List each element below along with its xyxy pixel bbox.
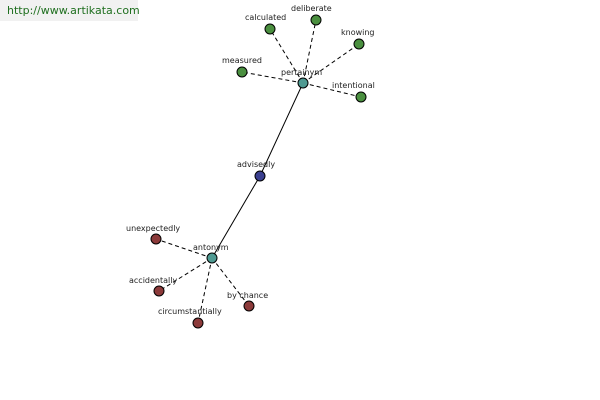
label-knowing[interactable]: knowing	[341, 28, 375, 37]
label-calculated[interactable]: calculated	[245, 13, 286, 22]
edge-pertainym-deliberate	[302, 19, 317, 84]
node-calculated[interactable]	[264, 23, 276, 35]
edge-pertainym-measured	[241, 71, 304, 84]
graph-edges	[155, 19, 362, 324]
label-accidentally[interactable]: accidentally	[129, 276, 177, 285]
node-unexpectedly[interactable]	[150, 233, 162, 245]
graph-labels: advisedly pertainym antonym calculated delib…	[126, 4, 375, 316]
label-deliberate[interactable]: deliberate	[291, 4, 332, 13]
edge-pertainym-calculated	[269, 28, 304, 84]
node-accidentally[interactable]	[153, 285, 165, 297]
edge-antonym-accidentally	[158, 257, 213, 292]
label-measured[interactable]: measured	[222, 56, 262, 65]
edge-advisedly-pertainym	[259, 82, 304, 177]
label-unexpectedly[interactable]: unexpectedly	[126, 224, 180, 233]
node-pertainym[interactable]	[297, 77, 309, 89]
edge-antonym-unexpectedly	[155, 238, 213, 259]
edge-antonym-by-chance	[211, 257, 250, 307]
edge-pertainym-knowing	[302, 43, 360, 84]
node-intentional[interactable]	[355, 91, 367, 103]
label-antonym[interactable]: antonym	[193, 243, 229, 252]
edge-advisedly-antonym	[211, 175, 261, 259]
label-advisedly[interactable]: advisedly	[237, 160, 275, 169]
label-pertainym[interactable]: pertainym	[281, 68, 322, 77]
node-advisedly[interactable]	[254, 170, 266, 182]
edge-pertainym-intentional	[302, 82, 362, 98]
graph-nodes	[150, 14, 367, 329]
node-by-chance[interactable]	[243, 300, 255, 312]
node-deliberate[interactable]	[310, 14, 322, 26]
node-antonym[interactable]	[206, 252, 218, 264]
label-by-chance[interactable]: by chance	[227, 291, 268, 300]
watermark-url: http://www.artikata.com	[0, 0, 140, 21]
node-circumstantially[interactable]	[192, 317, 204, 329]
label-circumstantially[interactable]: circumstantially	[158, 307, 222, 316]
node-knowing[interactable]	[353, 38, 365, 50]
label-intentional[interactable]: intentional	[332, 81, 375, 90]
node-measured[interactable]	[236, 66, 248, 78]
